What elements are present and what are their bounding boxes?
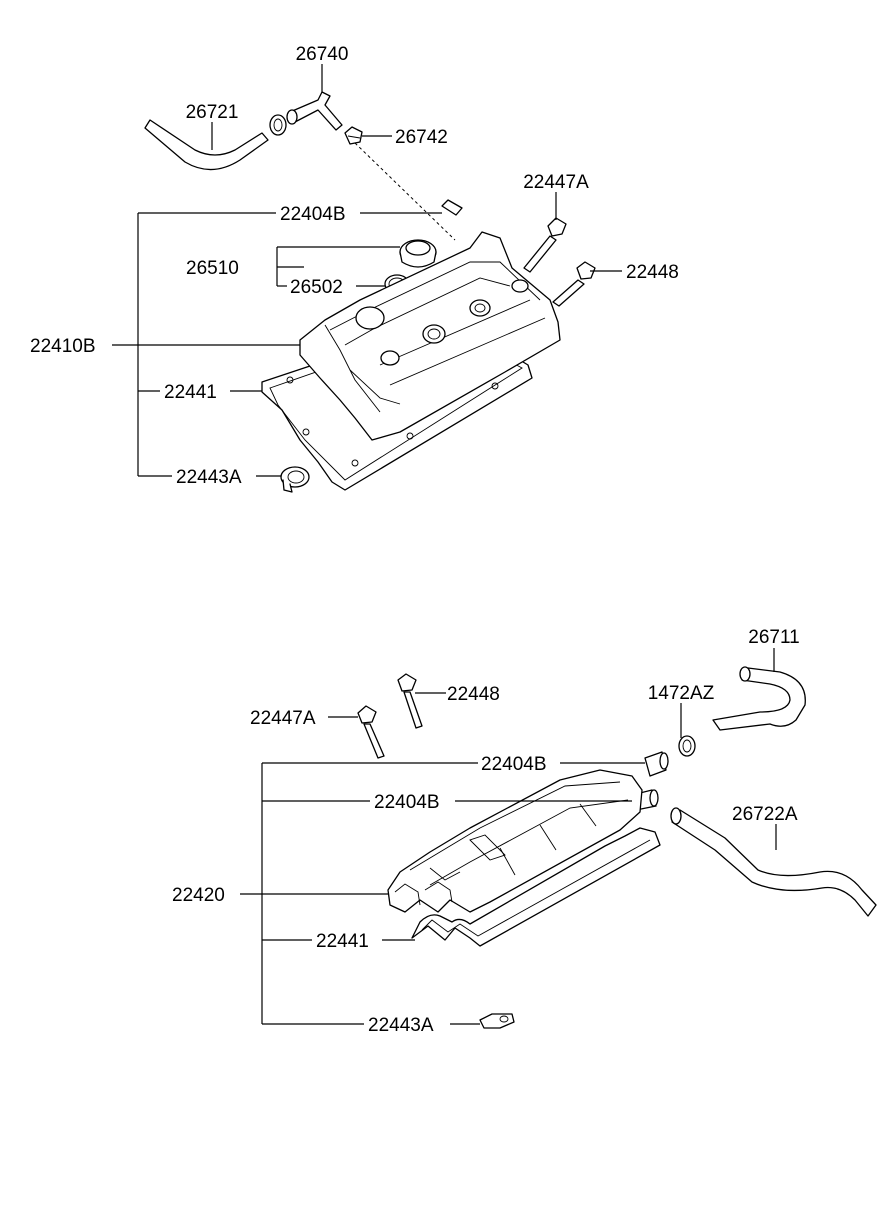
label-22447A-lower: 22447A: [250, 708, 316, 729]
hose-26721: [144, 119, 269, 171]
label-26502: 26502: [290, 277, 343, 298]
bolt-22448-upper: [552, 261, 596, 307]
label-26722A: 26722A: [732, 804, 798, 825]
label-22443A-lower: 22443A: [368, 1015, 434, 1036]
label-22404B: 22404B: [280, 204, 346, 225]
valve-26742: [344, 126, 363, 145]
hose-26722A: [670, 807, 877, 917]
clamp-1472AZ: [678, 735, 696, 757]
label-22447A: 22447A: [523, 172, 589, 193]
label-22448: 22448: [626, 262, 679, 283]
seal-22443A-upper: [280, 466, 310, 493]
valve-cover-22410B: [299, 231, 561, 441]
clamp-upper: [269, 114, 287, 136]
label-1472AZ: 1472AZ: [648, 683, 715, 704]
cap-26510: [399, 239, 437, 268]
label-26711: 26711: [748, 627, 799, 648]
leaders-upper: [112, 64, 622, 477]
label-26740: 26740: [296, 44, 349, 65]
pipe-26740: [286, 91, 343, 131]
hose-26711: [712, 666, 806, 731]
label-22404B-lower-b: 22404B: [374, 792, 440, 813]
label-22441: 22441: [164, 382, 217, 403]
pin-22404B-upper: [441, 199, 463, 216]
label-26510: 26510: [186, 258, 239, 279]
seal-22443A-lower: [479, 1013, 515, 1029]
label-22420: 22420: [172, 885, 225, 906]
label-22404B-lower-a: 22404B: [481, 754, 547, 775]
label-22441-lower: 22441: [316, 931, 369, 952]
bolt-22448-lower: [397, 673, 423, 729]
bolt-22447A-lower: [357, 705, 385, 759]
valve-cover-22420: [387, 769, 643, 913]
upper-assembly: 26740 26721 26742 22447A 22404B 26510 26…: [30, 44, 679, 493]
label-22448-lower: 22448: [447, 684, 500, 705]
label-22410B: 22410B: [30, 336, 96, 357]
label-26721: 26721: [186, 102, 239, 123]
gasket-22441-lower: [411, 827, 661, 947]
lower-assembly: 26711 1472AZ 22448 22447A 22404B 22404B …: [172, 627, 877, 1036]
label-22443A: 22443A: [176, 467, 242, 488]
bolt-22447A-upper: [523, 217, 567, 273]
pin-22404B-lower-a: [644, 751, 669, 777]
leaders-lower: [240, 648, 777, 1025]
label-26742: 26742: [395, 127, 448, 148]
